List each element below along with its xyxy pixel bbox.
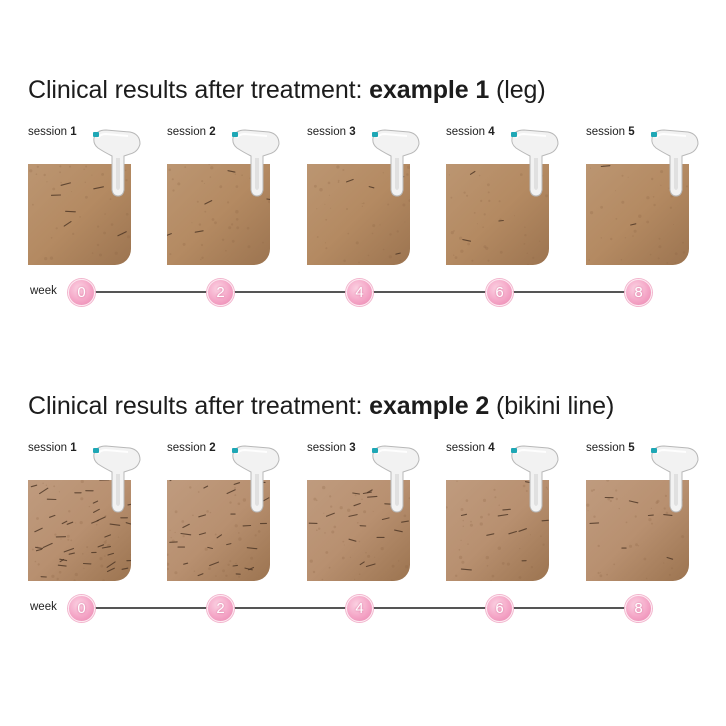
ipl-device-icon: [90, 442, 146, 514]
week-marker: 2: [207, 279, 234, 306]
session-label: session 1: [28, 126, 77, 138]
week-marker: 0: [68, 279, 95, 306]
session-label: session 5: [586, 442, 635, 454]
week-marker: 8: [625, 279, 652, 306]
session-panel: session 5: [586, 126, 726, 268]
session-panel: session 4: [446, 126, 588, 268]
example-1-timeline: week 0 2 4 6 8: [0, 276, 726, 308]
ipl-device-icon: [369, 442, 425, 514]
ipl-device-icon: [90, 126, 146, 198]
ipl-device-icon: [648, 126, 704, 198]
example-2-timeline: week 0 2 4 6 8: [0, 592, 726, 624]
session-panel: session 2: [167, 442, 309, 584]
session-label: session 2: [167, 442, 216, 454]
session-label: session 5: [586, 126, 635, 138]
session-label: session 3: [307, 126, 356, 138]
week-marker: 6: [486, 595, 513, 622]
session-label: session 2: [167, 126, 216, 138]
week-marker: 4: [346, 279, 373, 306]
session-panel: session 3: [307, 442, 449, 584]
week-marker: 2: [207, 595, 234, 622]
ipl-device-icon: [369, 126, 425, 198]
session-label: session 4: [446, 442, 495, 454]
week-marker: 6: [486, 279, 513, 306]
session-panel: session 5: [586, 442, 726, 584]
ipl-device-icon: [508, 442, 564, 514]
session-panel: session 1: [28, 442, 170, 584]
week-label: week: [30, 601, 57, 613]
session-panel: session 1: [28, 126, 170, 268]
week-marker: 8: [625, 595, 652, 622]
session-label: session 3: [307, 442, 356, 454]
session-label: session 4: [446, 126, 495, 138]
skin-sample-image: [167, 164, 270, 265]
ipl-device-icon: [648, 442, 704, 514]
ipl-device-icon: [229, 442, 285, 514]
session-panel: session 2: [167, 126, 309, 268]
session-label: session 1: [28, 442, 77, 454]
week-label: week: [30, 285, 57, 297]
example-2-title: Clinical results after treatment: exampl…: [28, 392, 615, 420]
week-marker: 4: [346, 595, 373, 622]
week-marker: 0: [68, 595, 95, 622]
session-panel: session 3: [307, 126, 449, 268]
session-panel: session 4: [446, 442, 588, 584]
example-1-title: Clinical results after treatment: exampl…: [28, 76, 546, 104]
ipl-device-icon: [229, 126, 285, 198]
ipl-device-icon: [508, 126, 564, 198]
